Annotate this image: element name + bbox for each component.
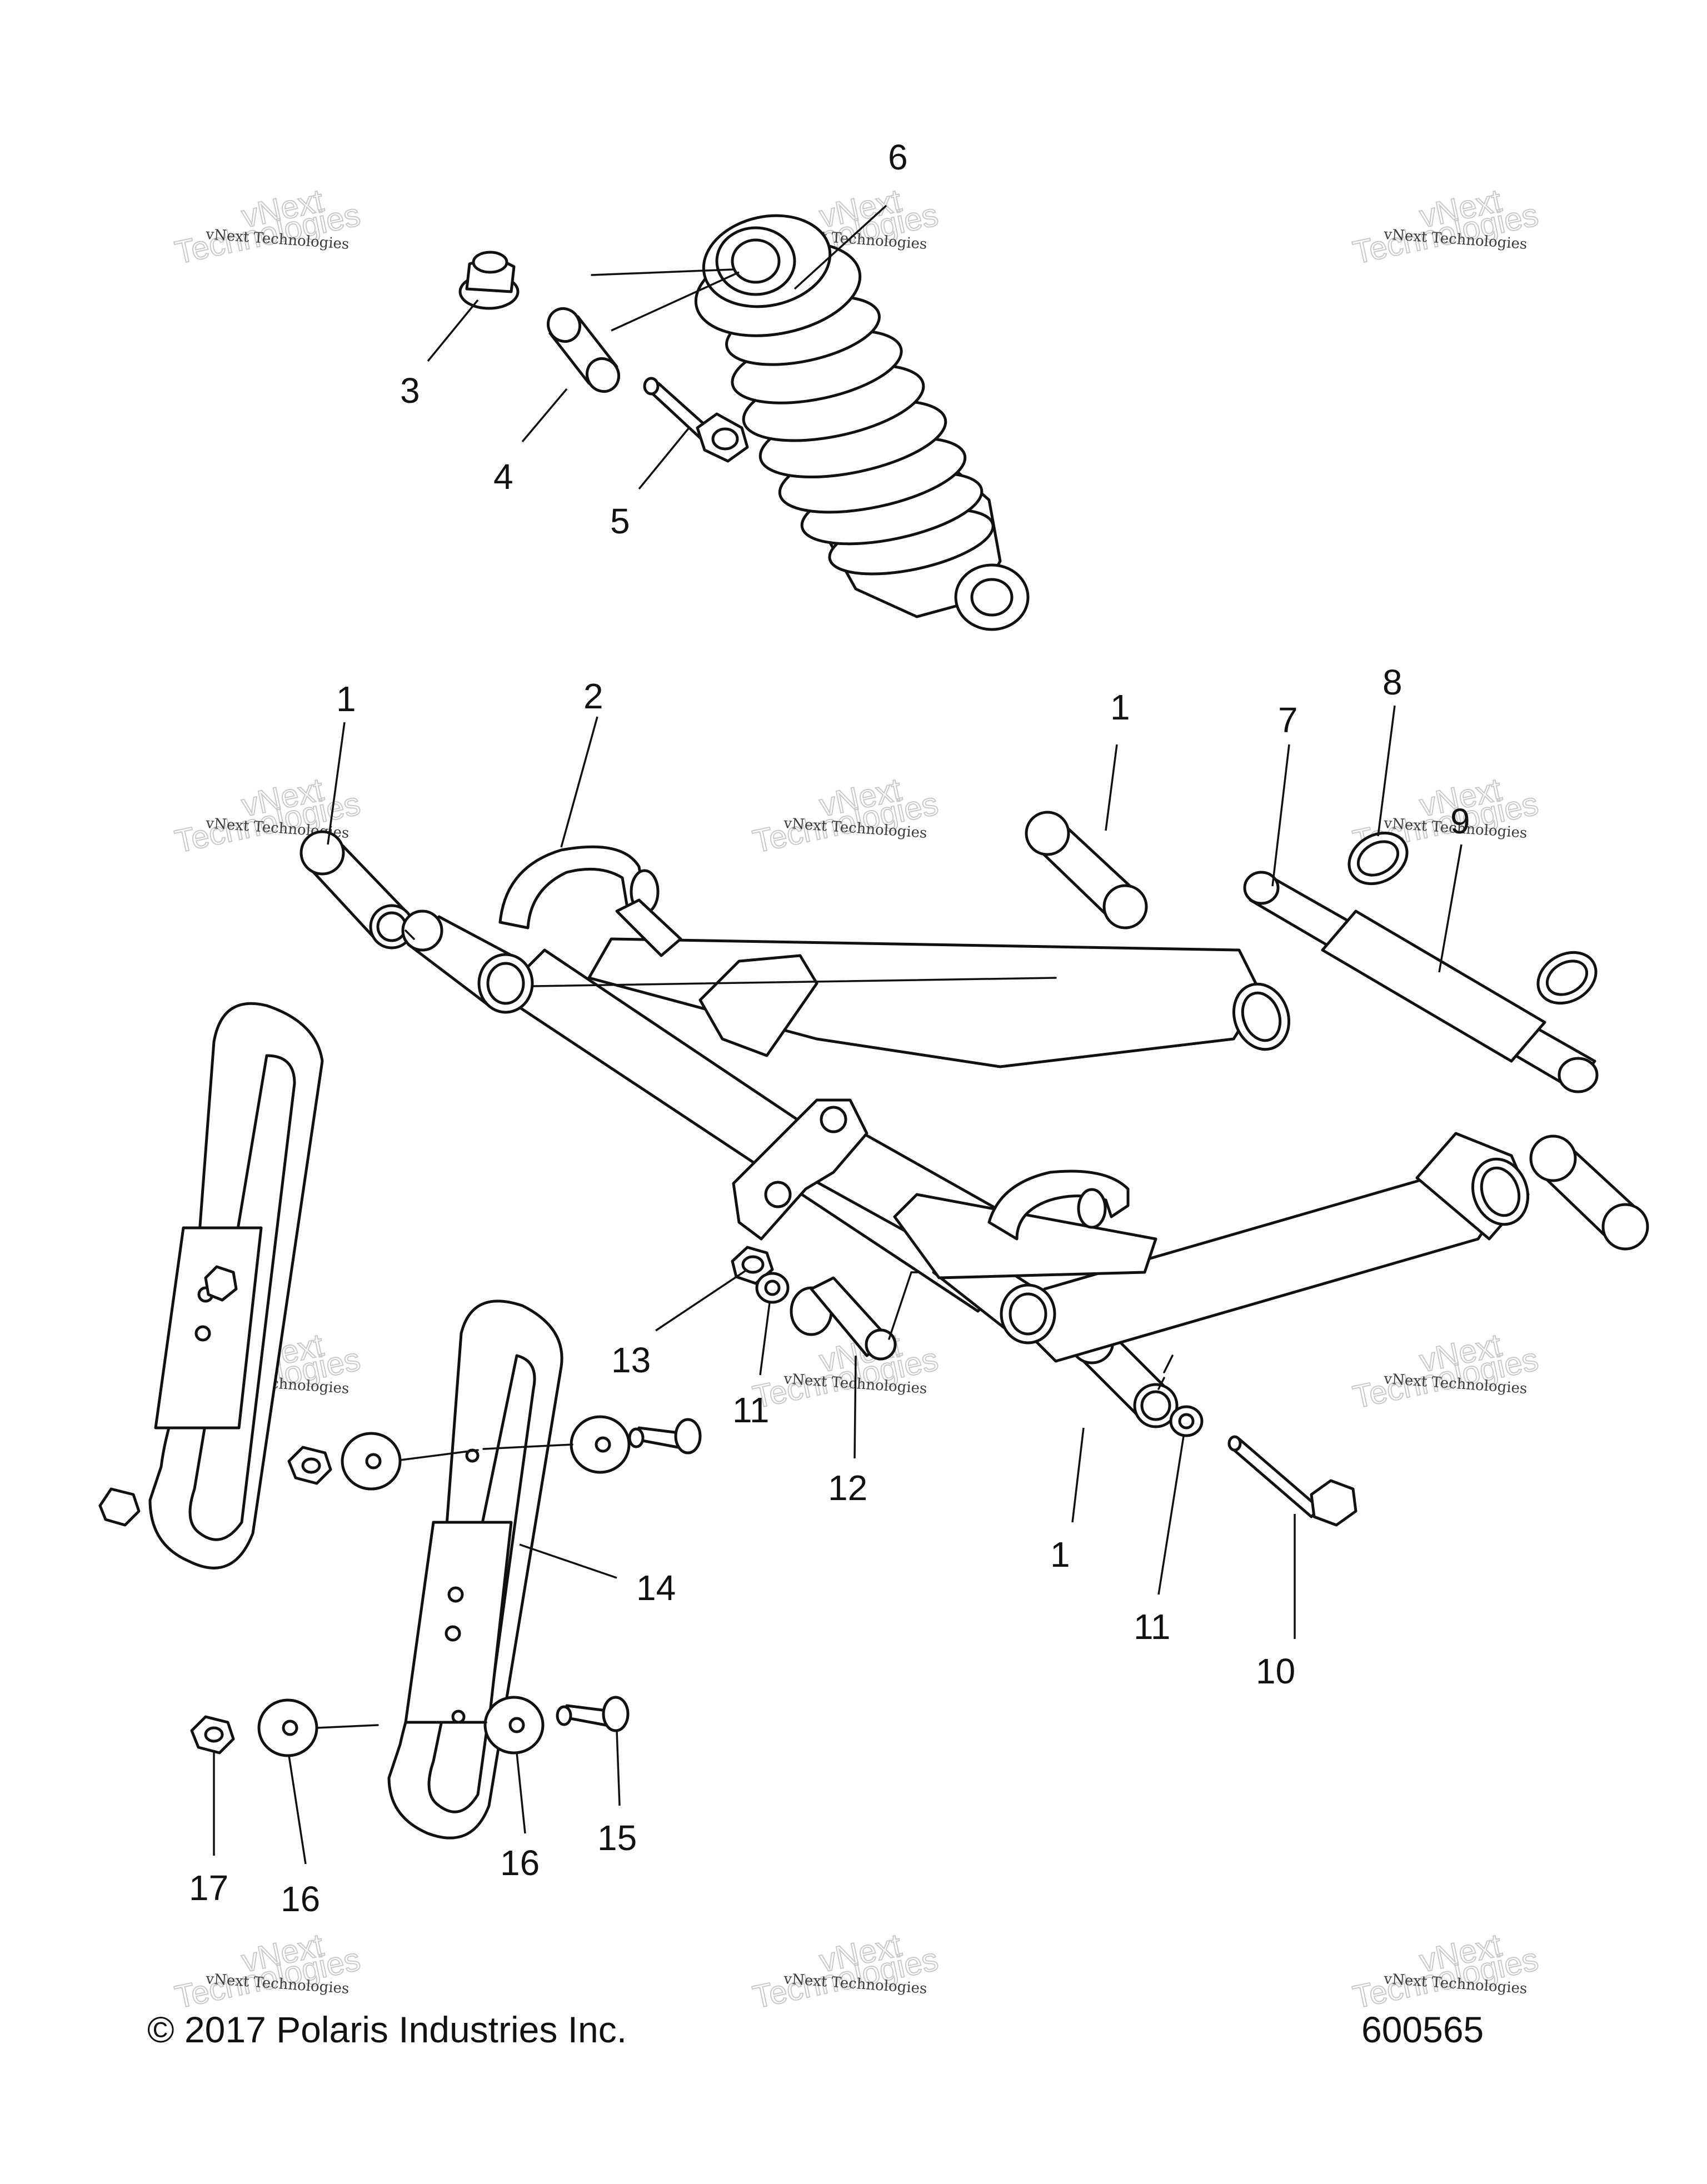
callout-1-upper-right: 1	[1110, 687, 1130, 727]
callout-8: 8	[1382, 662, 1402, 702]
callout-1-upper-left: 1	[336, 679, 356, 719]
copyright-notice: © 2017 Polaris Industries Inc.	[147, 2009, 627, 2050]
part-pin-15-upper	[628, 1418, 702, 1455]
part-spacer-bushing	[546, 307, 621, 393]
callout-labels: 6 3 4 5 1 2 1 7 8 9 13 11 12 1 11 10 14 …	[189, 137, 1470, 1919]
callout-16-right: 16	[500, 1843, 540, 1883]
callout-1-lower: 1	[1050, 1535, 1070, 1575]
part-bushing-upper-right	[1025, 811, 1148, 929]
part-thrust-washer-upper	[1347, 831, 1409, 886]
callout-11-upper: 11	[732, 1390, 769, 1430]
part-link-plate-right	[387, 1300, 563, 1840]
part-pivot-shaft	[1243, 871, 1599, 1093]
part-locknut-13	[731, 1246, 774, 1285]
part-flange-nut-top	[458, 251, 520, 310]
callout-11-lower: 11	[1134, 1607, 1170, 1647]
part-nut-17-upper	[287, 1446, 332, 1485]
part-washer-16-upper-right	[570, 1415, 631, 1474]
part-washer-16-lower-right	[483, 1696, 545, 1755]
part-washer-11-lower	[1169, 1405, 1204, 1437]
part-bushing-lower-right	[1529, 1135, 1649, 1251]
callout-9: 9	[1450, 801, 1470, 841]
part-swing-arm	[401, 845, 1530, 1363]
assembly-center-lines	[316, 268, 1174, 1729]
part-pin-15-lower	[556, 1696, 630, 1732]
leader-lines	[213, 204, 1463, 1865]
part-nut-17-lower	[190, 1715, 235, 1755]
part-flanged-bushing-12	[790, 1276, 897, 1361]
callout-6: 6	[888, 137, 908, 177]
part-washer-16-upper-left	[341, 1432, 402, 1491]
part-washer-16-lower-left	[257, 1698, 318, 1757]
callout-4: 4	[493, 457, 513, 497]
callout-10: 10	[1256, 1651, 1295, 1691]
callout-12: 12	[828, 1468, 867, 1508]
callout-3: 3	[400, 371, 420, 411]
part-hex-bolt-shock	[643, 377, 749, 463]
callout-5: 5	[610, 501, 630, 541]
callout-13: 13	[611, 1340, 651, 1380]
callout-16-left: 16	[281, 1879, 320, 1919]
callout-7: 7	[1278, 700, 1298, 740]
part-shock-absorber	[694, 214, 1030, 631]
callout-14: 14	[636, 1568, 676, 1608]
drawing-number: 600565	[1361, 2009, 1484, 2050]
part-washer-11-upper	[755, 1272, 790, 1304]
part-link-plate-left	[98, 1002, 324, 1570]
part-thrust-washer-lower	[1536, 951, 1598, 1005]
part-bushing-upper-left	[300, 830, 415, 949]
callout-2: 2	[583, 676, 603, 716]
part-pivot-bolt-10	[1227, 1435, 1357, 1527]
callout-17: 17	[189, 1868, 228, 1908]
callout-15: 15	[597, 1818, 637, 1858]
